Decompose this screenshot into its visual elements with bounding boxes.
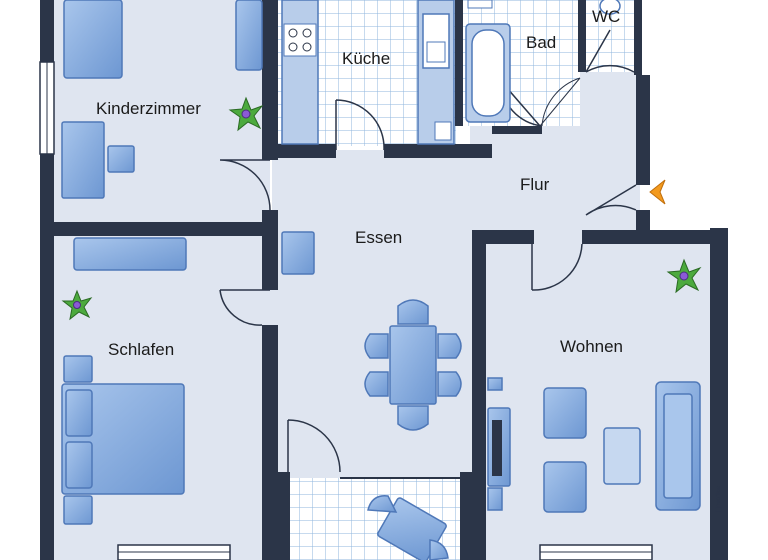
watermark: [ ]neoffice — [716, 485, 722, 512]
stove — [283, 23, 317, 57]
dining-table — [389, 325, 437, 405]
toilet-wc — [599, 0, 621, 15]
plant-icon — [666, 258, 702, 294]
sideboard-essen — [281, 231, 315, 275]
dining-chair-left-2 — [364, 371, 389, 397]
pillow-2 — [65, 441, 93, 489]
nightstand-top — [63, 355, 93, 383]
dining-chair-top — [397, 299, 429, 325]
plant-icon — [61, 289, 93, 321]
dining-chair-right-2 — [437, 371, 462, 397]
essen-furniture — [281, 231, 462, 431]
entrance-arrow-icon — [649, 179, 666, 205]
dining-chair-bottom — [397, 405, 429, 431]
chair-kinderzimmer — [107, 145, 135, 173]
dining-chair-left-1 — [364, 333, 389, 359]
windows — [39, 61, 653, 560]
room-label-kueche: Küche — [342, 49, 390, 68]
room-label-kinderzimmer: Kinderzimmer — [96, 99, 201, 118]
coffee-table — [603, 427, 641, 485]
kinderzimmer-furniture — [61, 0, 263, 199]
balcony-chair-1 — [367, 495, 398, 513]
room-label-essen: Essen — [355, 228, 402, 247]
room-label-wohnen: Wohnen — [560, 337, 623, 356]
shelf-bottom — [487, 487, 503, 511]
plant-icon — [228, 96, 264, 132]
room-label-wc: WC — [592, 7, 620, 26]
room-label-schlafen: Schlafen — [108, 340, 174, 359]
washbasin-bad — [467, 0, 493, 9]
dining-chair-right-1 — [437, 333, 462, 359]
armchair-1 — [543, 387, 587, 439]
kueche-furniture — [281, 0, 455, 145]
balcony-furniture — [367, 495, 449, 560]
dresser-schlafen — [73, 237, 187, 271]
floor-essen — [272, 150, 480, 480]
armchair-2 — [543, 461, 587, 513]
room-label-bad: Bad — [526, 33, 556, 52]
nightstand-bottom — [63, 495, 93, 525]
dishwasher — [434, 121, 452, 141]
wohnen-furniture — [487, 377, 701, 513]
bed-kinderzimmer — [63, 0, 123, 79]
counter-left — [281, 0, 319, 145]
doors — [219, 29, 637, 473]
pillow-1 — [65, 389, 93, 437]
desk-kinderzimmer — [61, 121, 105, 199]
bad-furniture — [465, 0, 621, 123]
balcony-chair-2 — [429, 539, 449, 560]
shelf-top — [487, 377, 503, 391]
schlafen-furniture — [61, 237, 187, 525]
wardrobe-kinderzimmer — [235, 0, 263, 71]
walls — [40, 0, 728, 560]
room-label-flur: Flur — [520, 175, 550, 194]
